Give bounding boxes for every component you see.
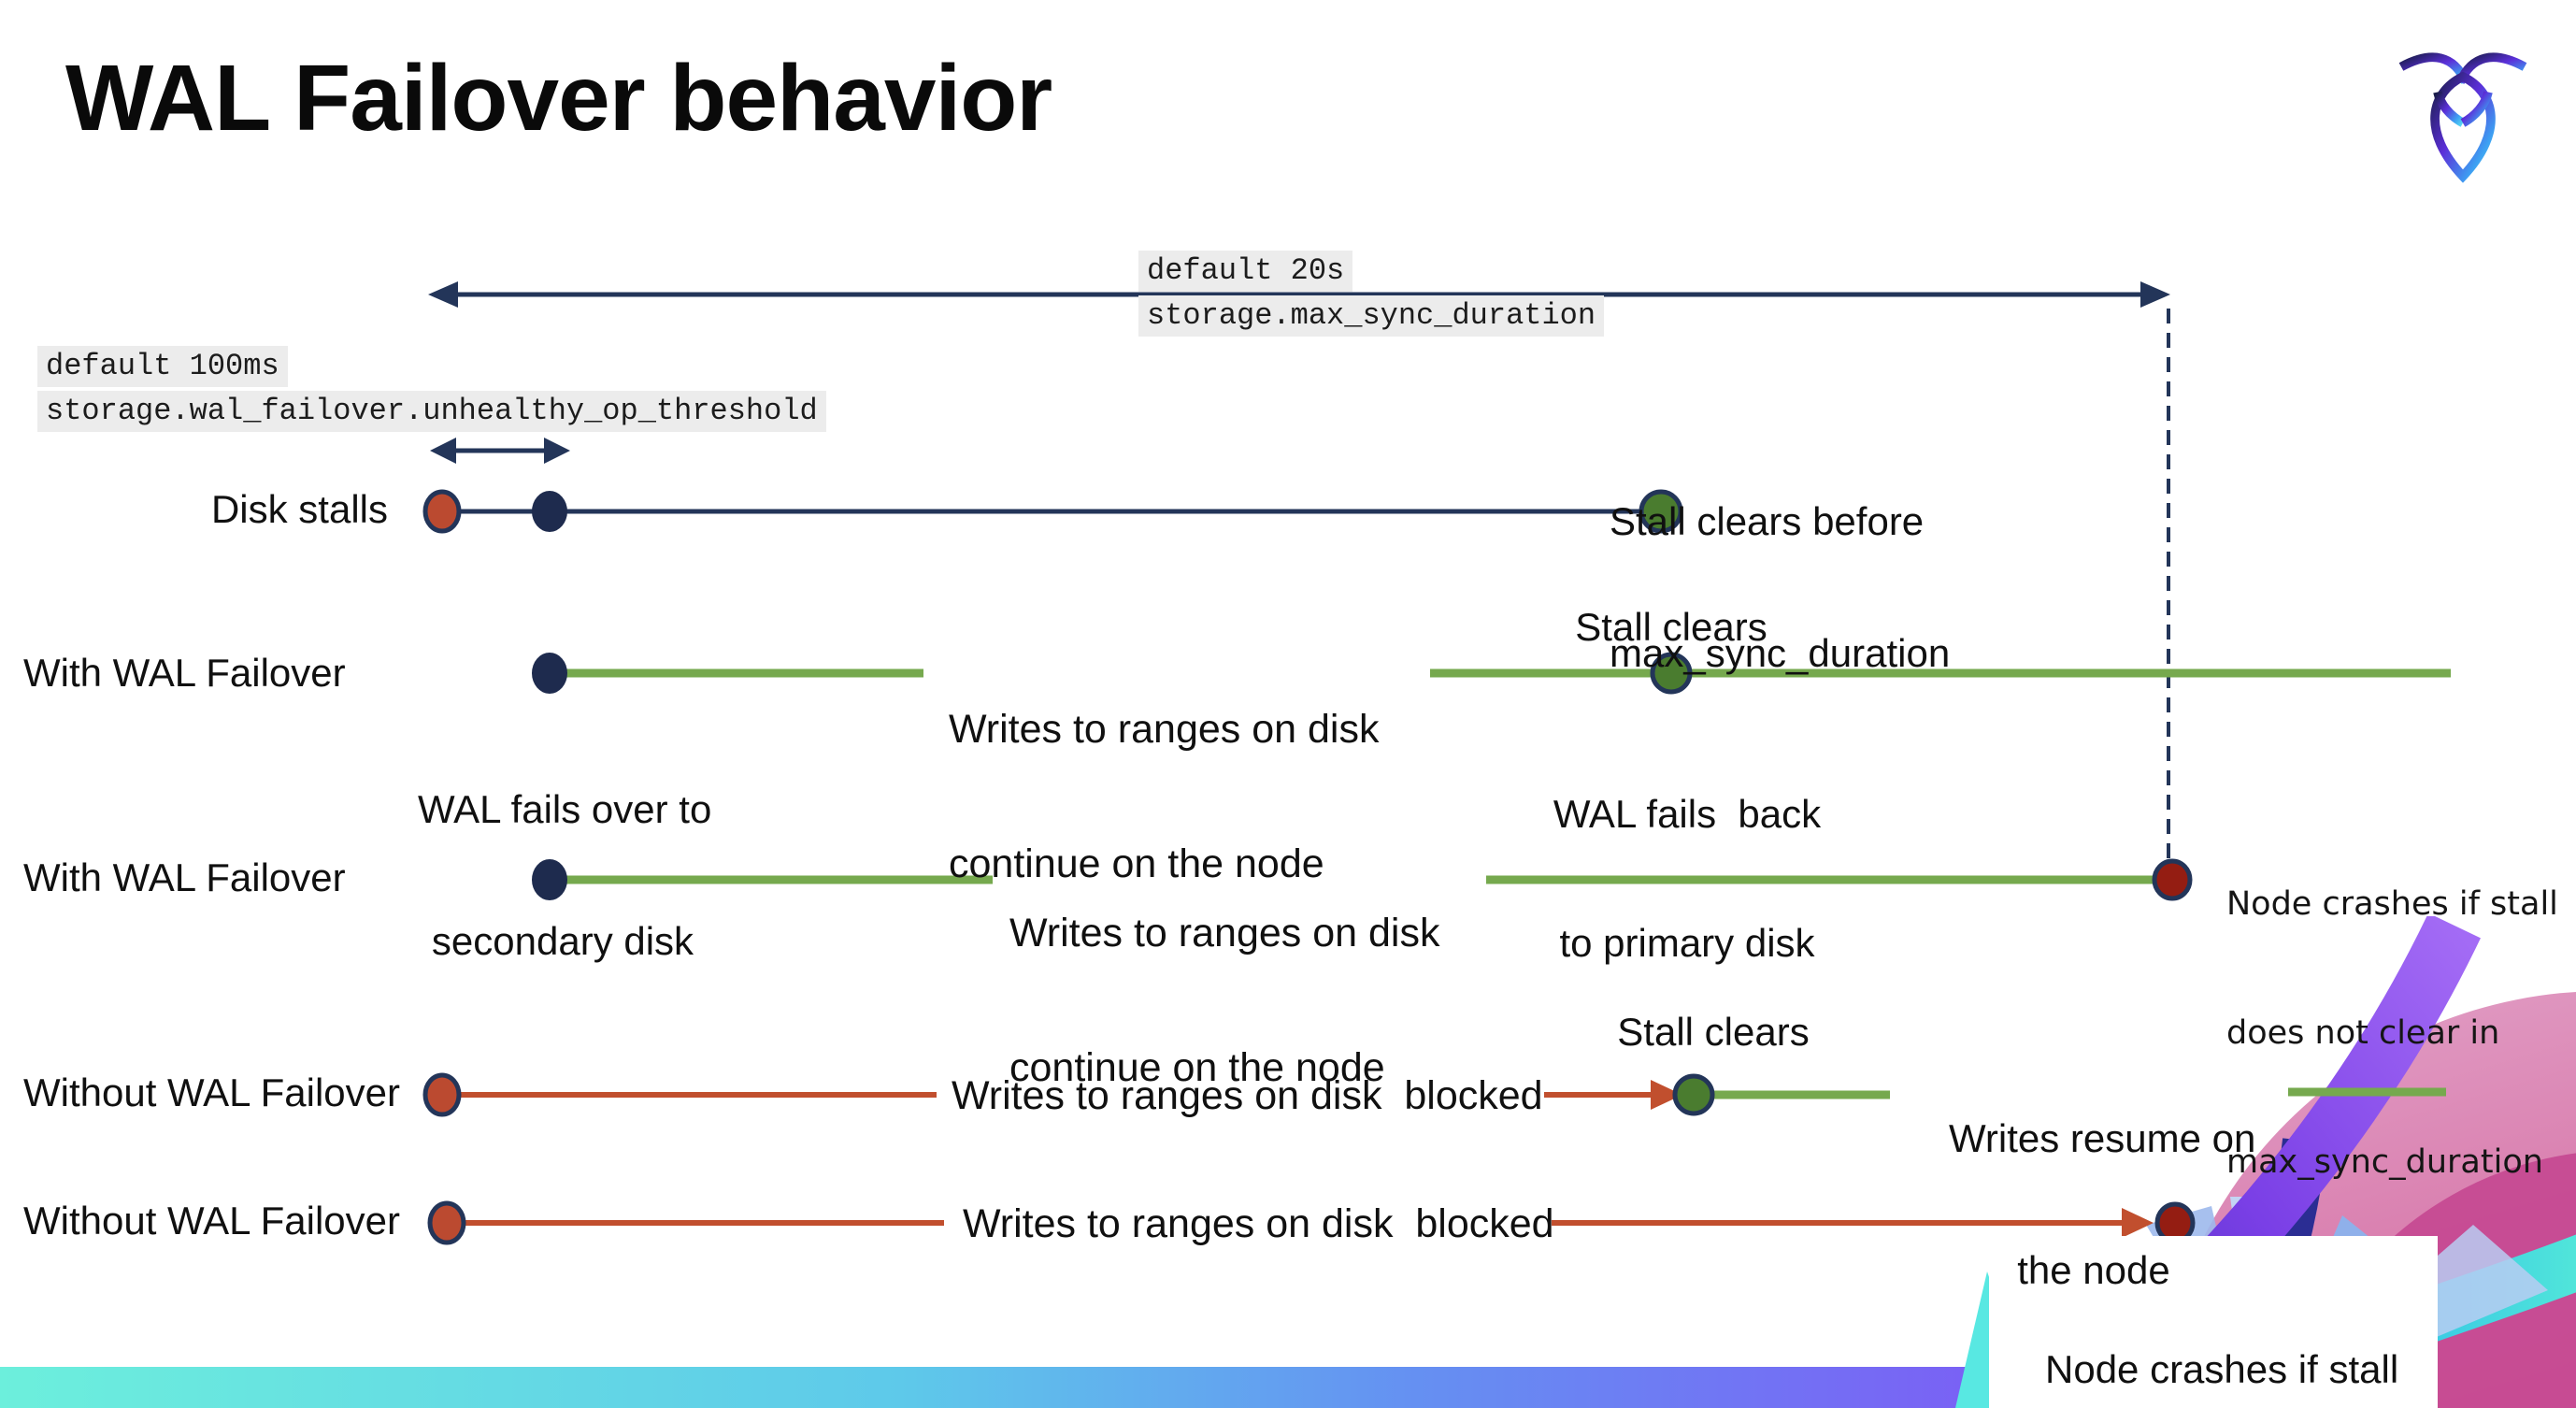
annotation-line: the node xyxy=(2017,1248,2170,1292)
setting-default-value: default 20s xyxy=(1138,251,1353,292)
annotation-line: does not clear in xyxy=(2226,1014,2500,1052)
setting-default-value: default 100ms xyxy=(37,346,288,387)
annotation-line: max_sync_duration xyxy=(2226,1143,2543,1181)
annotation-line: to primary disk xyxy=(1559,921,1815,965)
annotation-line: Node crashes if stall xyxy=(2226,885,2558,923)
annotation-wal-fails-over: WAL fails over to secondary disk xyxy=(418,699,712,1051)
annotation-writes-blocked-2: Writes to ranges on disk blocked xyxy=(963,1201,1554,1246)
annotation-line: Writes resume on xyxy=(1949,1116,2256,1160)
annotation-stall-clears-failback: Stall clears xyxy=(1575,605,1767,649)
disk-stall-dot xyxy=(427,1200,466,1245)
annotation-writes-blocked-1: Writes to ranges on disk blocked xyxy=(952,1073,1543,1118)
annotation-writes-resume: Writes resume on the node xyxy=(1949,1028,2256,1380)
unhealthy-op-threshold-arrow xyxy=(430,438,570,464)
row-label-without-wal-failover-1: Without WAL Failover xyxy=(23,1070,400,1114)
setting-name: storage.max_sync_duration xyxy=(1138,295,1605,337)
unhealthy-op-threshold-setting: default 100ms storage.wal_failover.unhea… xyxy=(37,346,826,436)
row-label-without-wal-failover-2: Without WAL Failover xyxy=(23,1199,400,1243)
row-label-with-wal-failover-1: With WAL Failover xyxy=(23,651,346,695)
disk-stall-dot xyxy=(422,1072,462,1117)
annotation-line: secondary disk xyxy=(431,919,694,963)
annotation-writes-continue-2: Writes to ranges on disk continue on the… xyxy=(1009,821,1439,1180)
annotation-line: Writes to ranges on disk xyxy=(1009,911,1440,955)
setting-name: storage.wal_failover.unhealthy_op_thresh… xyxy=(37,391,826,432)
cockroachdb-logo-icon xyxy=(2398,52,2527,183)
annotation-node-crashes-failover: Node crashes if stall does not clear in … xyxy=(2226,797,2558,1270)
page-title: WAL Failover behavior xyxy=(65,46,1052,151)
annotation-line: Writes to ranges on disk xyxy=(949,707,1380,752)
annotation-stall-clears-resume: Stall clears xyxy=(1617,1010,1810,1054)
annotation-line: WAL fails back xyxy=(1553,792,1822,836)
annotation-line: continue on the node xyxy=(1009,1045,1385,1090)
node-crash-dot xyxy=(2152,858,2193,901)
failover-dot xyxy=(532,653,567,694)
threshold-reached-dot xyxy=(532,491,567,532)
row-label-with-wal-failover-2: With WAL Failover xyxy=(23,855,346,899)
row-label-disk-stalls: Disk stalls xyxy=(210,487,388,531)
stall-clears-dot xyxy=(1672,1073,1715,1116)
annotation-line: WAL fails over to xyxy=(418,787,712,831)
annotation-line: Stall clears before xyxy=(1610,499,1925,543)
disk-stall-dot xyxy=(422,489,462,534)
blocked-arrow-1 xyxy=(1544,1080,1682,1110)
max-sync-duration-setting: default 20s storage.max_sync_duration xyxy=(1138,251,1605,340)
annotation-wal-fails-back: WAL fails back to primary disk xyxy=(1547,707,1827,1051)
